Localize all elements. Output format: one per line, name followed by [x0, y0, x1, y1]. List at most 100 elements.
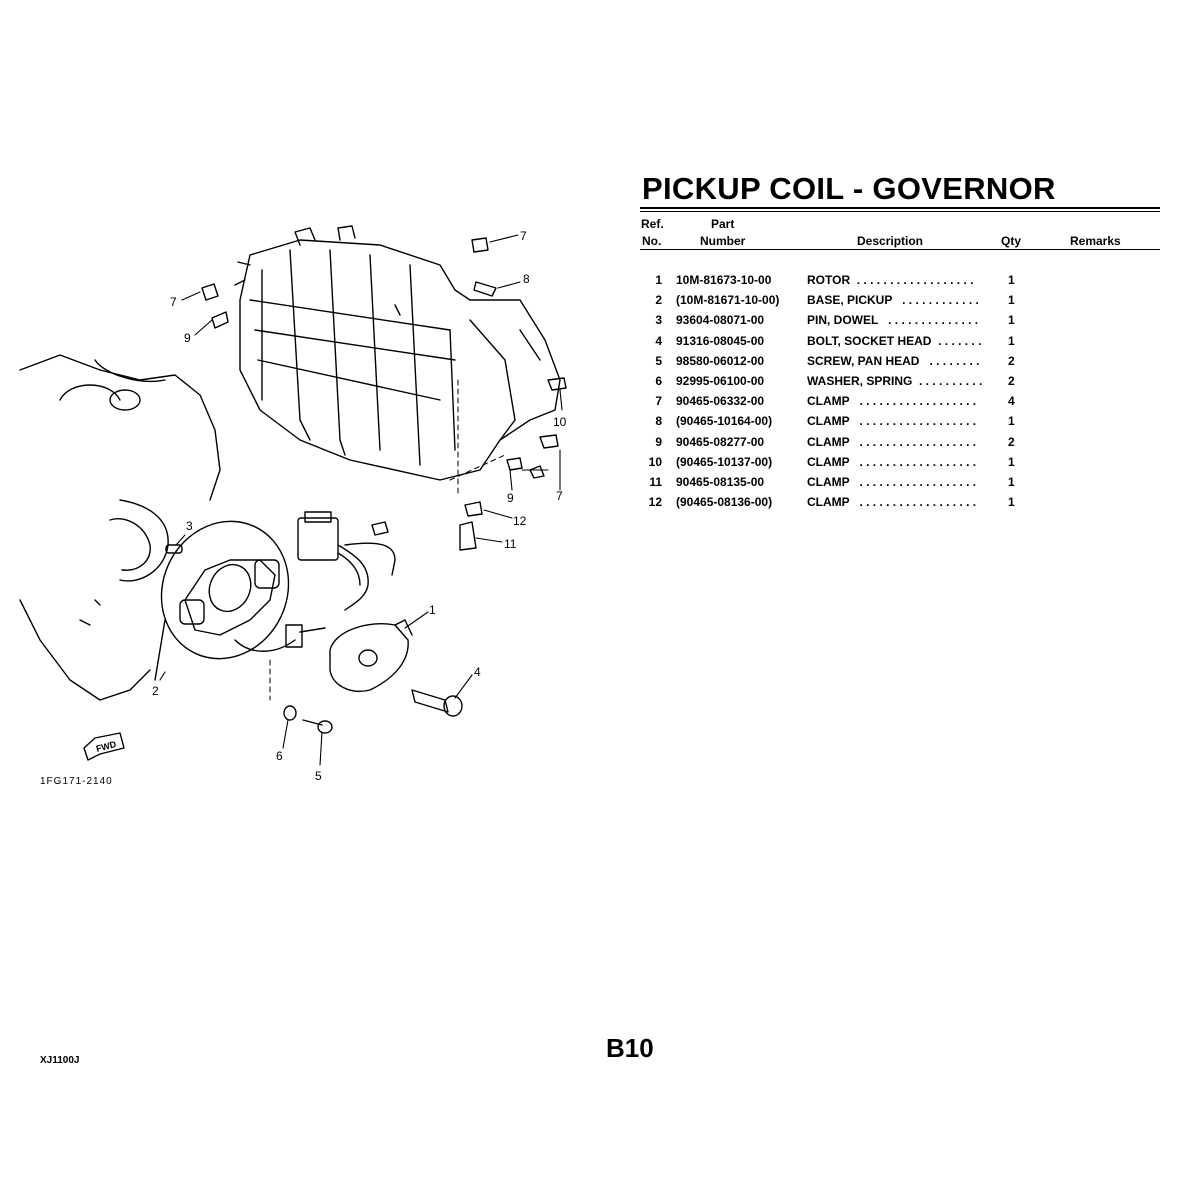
callout-3: 3	[186, 519, 193, 533]
part-description: CLAMP . . . . . . . . . . . . . . . . . …	[807, 474, 977, 489]
engine-block-drawing	[234, 225, 561, 481]
callout-12: 12	[513, 514, 527, 528]
part-description: BASE, PICKUP . . . . . . . . . . . .	[807, 293, 979, 308]
ref-number: 10	[648, 454, 662, 469]
ref-number: 8	[655, 414, 662, 429]
callout-numbers: 1 2 3 4 5 6 7 7 7 8 9 9 10 11 12	[152, 229, 567, 783]
ref-number: 3	[655, 313, 662, 328]
table-row: 2 (10M-81671-10-00) BASE, PICKUP . . . . .…	[640, 293, 1160, 313]
exploded-parts-diagram: FWD 1 2 3 4 5 6 7 7 7 8 9 9 10 11 12 1FG…	[19, 225, 567, 787]
ref-number: 9	[655, 434, 662, 449]
part-number: 92995-06100-00	[676, 373, 765, 388]
part-description: CLAMP . . . . . . . . . . . . . . . . . …	[807, 414, 977, 429]
header-ref: Ref.	[641, 217, 664, 231]
title-rule-thin	[640, 211, 1160, 212]
ref-number: 7	[655, 394, 662, 409]
part-description: PIN, DOWEL . . . . . . . . . . . . . .	[807, 313, 979, 328]
table-row: 6 92995-06100-00 WASHER, SPRING . . . . . …	[640, 374, 1160, 394]
bolt-drawing	[411, 689, 463, 717]
part-description: CLAMP . . . . . . . . . . . . . . . . . …	[807, 394, 977, 409]
connector-drawing	[297, 511, 396, 611]
part-number: 10M-81673-10-00	[676, 273, 772, 287]
part-qty: 1	[1008, 495, 1015, 510]
part-description: ROTOR . . . . . . . . . . . . . . . . . …	[807, 273, 974, 287]
callout-9-right: 9	[507, 491, 514, 505]
dowel-pin-drawing	[165, 544, 183, 554]
part-number: (90465-08136-00)	[676, 495, 773, 510]
part-number: 90465-08135-00	[676, 474, 765, 489]
part-number: 98580-06012-00	[676, 353, 765, 368]
callout-7-left: 7	[170, 295, 177, 309]
part-qty: 2	[1008, 373, 1015, 388]
part-description: WASHER, SPRING . . . . . . . . . .	[807, 373, 983, 388]
callout-4: 4	[474, 665, 481, 679]
washer-drawing	[283, 705, 297, 721]
callout-11: 11	[504, 537, 517, 551]
ref-number: 2	[655, 293, 662, 308]
part-description: CLAMP . . . . . . . . . . . . . . . . . …	[807, 495, 977, 510]
table-row: 1 10M-81673-10-00 ROTOR . . . . . . . . . …	[640, 273, 1160, 293]
table-row: 12 (90465-08136-00) CLAMP . . . . . . . . …	[640, 495, 1160, 515]
part-qty: 1	[1008, 313, 1015, 328]
callout-1: 1	[429, 603, 436, 617]
ref-number: 5	[655, 353, 662, 368]
part-qty: 2	[1008, 353, 1015, 368]
part-number: (90465-10137-00)	[676, 454, 773, 469]
dashed-guide-lines	[269, 379, 506, 701]
ref-number: 6	[655, 373, 662, 388]
callout-9-left: 9	[184, 331, 191, 345]
parts-list: 1 10M-81673-10-00 ROTOR . . . . . . . . . …	[640, 273, 1160, 515]
header-qty: Qty	[1001, 234, 1022, 248]
part-qty: 1	[1008, 293, 1015, 308]
ref-number: 11	[649, 474, 662, 489]
part-number: 91316-08045-00	[676, 333, 765, 348]
title-rule-thick	[640, 207, 1160, 209]
part-description: CLAMP . . . . . . . . . . . . . . . . . …	[807, 454, 977, 469]
part-number: (90465-10164-00)	[676, 414, 773, 429]
part-number: 93604-08071-00	[676, 313, 765, 328]
part-qty: 1	[1008, 454, 1015, 469]
part-qty: 1	[1008, 333, 1015, 348]
header-rule	[640, 249, 1160, 250]
fwd-arrow-icon	[83, 732, 125, 761]
table-row: 4 91316-08045-00 BOLT, SOCKET HEAD . . . .…	[640, 334, 1160, 354]
ref-number: 1	[655, 273, 662, 287]
callout-6: 6	[276, 749, 283, 763]
part-qty: 4	[1008, 394, 1015, 409]
table-row: 3 93604-08071-00 PIN, DOWEL . . . . . . . …	[640, 313, 1160, 333]
callout-2: 2	[152, 684, 159, 698]
part-qty: 1	[1008, 273, 1015, 287]
table-row: 10 (90465-10137-00) CLAMP . . . . . . . . …	[640, 455, 1160, 475]
header-description: Description	[857, 234, 924, 248]
part-qty: 2	[1008, 434, 1015, 449]
table-row: 8 (90465-10164-00) CLAMP . . . . . . . . .…	[640, 414, 1160, 434]
page-title: PICKUP COIL - GOVERNOR	[642, 171, 1056, 206]
header-number: Number	[700, 234, 746, 248]
leader-lines	[159, 234, 563, 766]
part-number: (10M-81671-10-00)	[676, 293, 780, 308]
drawing-code: 1FG171-2140	[40, 776, 113, 787]
ref-number: 12	[648, 495, 662, 510]
fwd-label: FWD	[95, 739, 118, 754]
table-row: 7 90465-06332-00 CLAMP . . . . . . . . . .…	[640, 394, 1160, 414]
callout-8: 8	[523, 272, 530, 286]
part-number: 90465-06332-00	[676, 394, 765, 409]
page-number: B10	[606, 1033, 654, 1063]
callout-5: 5	[315, 769, 322, 783]
part-description: BOLT, SOCKET HEAD . . . . . . .	[807, 333, 982, 348]
header-part: Part	[711, 217, 735, 231]
ref-number: 4	[655, 333, 662, 348]
clamp-drawings	[201, 237, 567, 551]
table-row: 11 90465-08135-00 CLAMP . . . . . . . . . …	[640, 475, 1160, 495]
part-description: SCREW, PAN HEAD . . . . . . . .	[807, 353, 980, 368]
callout-7-right: 7	[556, 489, 563, 503]
part-description: CLAMP . . . . . . . . . . . . . . . . . …	[807, 434, 977, 449]
rotor-drawing	[329, 619, 413, 692]
header-no: No.	[642, 234, 662, 248]
model-code: XJ1100J	[40, 1055, 80, 1066]
header-remarks: Remarks	[1070, 234, 1121, 248]
callout-7-top: 7	[520, 229, 527, 243]
table-row: 5 98580-06012-00 SCREW, PAN HEAD . . . . .…	[640, 354, 1160, 374]
pickup-base-drawing	[154, 520, 326, 681]
